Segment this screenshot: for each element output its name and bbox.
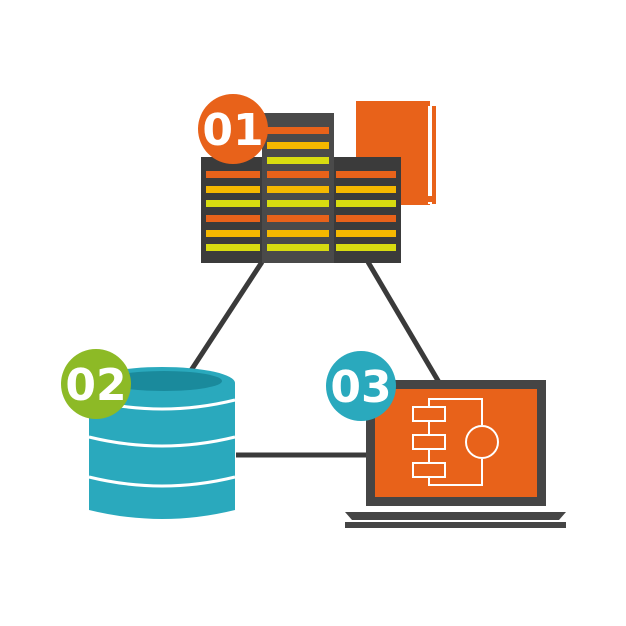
server-bars-right — [336, 171, 396, 251]
svg-text:02: 02 — [65, 360, 126, 411]
server-bars-center — [267, 127, 329, 251]
connector-server-database — [187, 260, 265, 374]
flowchart-diagram — [412, 398, 499, 486]
badge-03: 03 — [326, 351, 396, 421]
svg-text:01: 01 — [202, 105, 263, 156]
server-bars-left — [206, 171, 260, 251]
connector-server-laptop — [365, 260, 443, 386]
badge-01: 01 — [198, 94, 268, 164]
connector-lines — [187, 260, 443, 458]
svg-text:03: 03 — [330, 362, 391, 413]
laptop-flowchart-icon — [345, 380, 566, 528]
badge-02: 02 — [61, 349, 131, 419]
server-rack-icon — [201, 113, 401, 263]
